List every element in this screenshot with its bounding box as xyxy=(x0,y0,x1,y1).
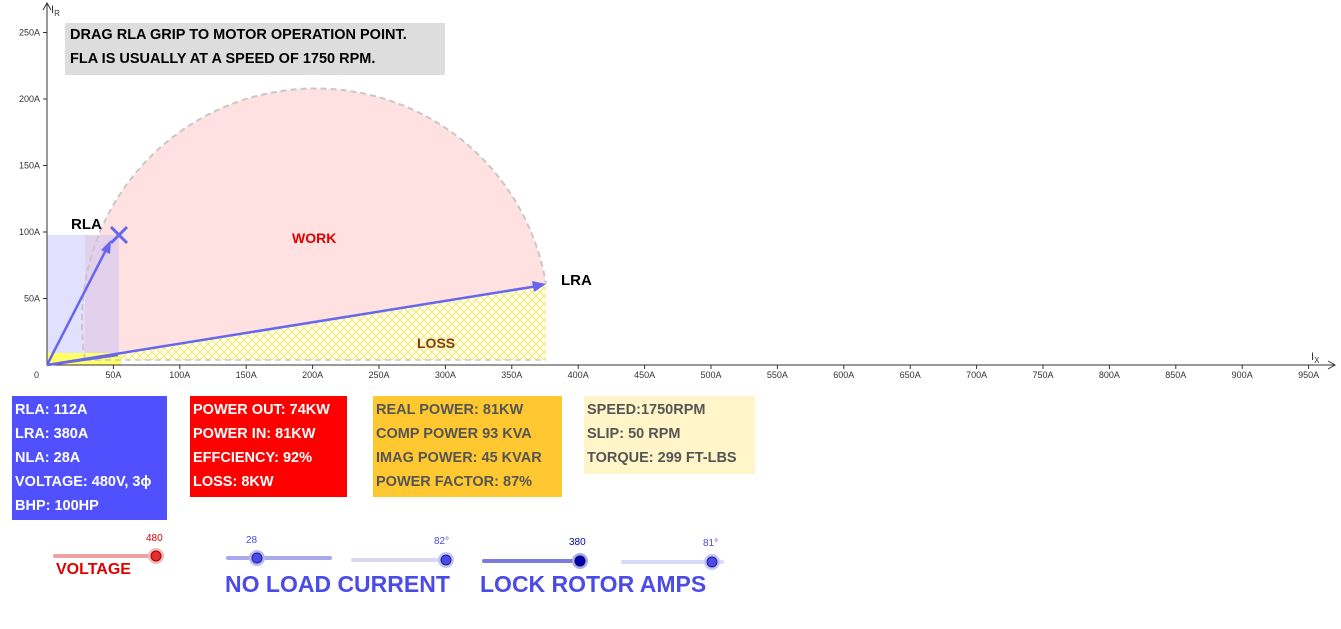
y-tick-label: 50A xyxy=(24,294,40,304)
nlc-angle-slider[interactable]: 82° xyxy=(351,536,454,568)
x-tick-label: 100A xyxy=(169,370,190,380)
power-panel: POWER OUT: 74KW POWER IN: 81KW EFFCIENCY… xyxy=(190,396,347,497)
lra-angle-knob[interactable] xyxy=(706,556,718,568)
x-tick-label: 200A xyxy=(302,370,323,380)
x-tick-label: 300A xyxy=(435,370,456,380)
lra-label: LRA xyxy=(561,272,592,289)
instructions-line-2: FLA IS USUALLY AT A SPEED OF 1750 RPM. xyxy=(70,51,376,67)
x-tick-label: 900A xyxy=(1232,370,1253,380)
y-ticks: 50A 100A 150A 200A 250A xyxy=(19,28,47,304)
motor-ratings-panel: RLA: 112A LRA: 380A NLA: 28A VOLTAGE: 48… xyxy=(12,396,167,520)
x-tick-label: 250A xyxy=(368,370,389,380)
torque-value: TORQUE: 299 FT-LBS xyxy=(587,450,737,466)
rla-vector xyxy=(45,245,110,366)
lra-angle-value: 81° xyxy=(703,538,718,549)
voltage-caption: VOLTAGE xyxy=(56,561,131,578)
comp-power-value: COMP POWER 93 KVA xyxy=(376,426,532,442)
rla-label: RLA xyxy=(71,216,102,233)
y-axis-arrow xyxy=(42,1,52,11)
voltage-slider-knob[interactable] xyxy=(150,550,162,562)
speed-value: SPEED:1750RPM xyxy=(587,402,706,418)
x-tick-label: 550A xyxy=(767,370,788,380)
x-tick-label: 500A xyxy=(700,370,721,380)
loss-value: LOSS: 8KW xyxy=(193,474,274,490)
no-load-current-value: 28 xyxy=(246,535,258,546)
real-power-value: REAL POWER: 81KW xyxy=(376,402,524,418)
power-in-value: POWER IN: 81KW xyxy=(193,426,316,442)
circle-locus xyxy=(80,87,547,361)
no-load-current-caption: NO LOAD CURRENT xyxy=(225,571,450,597)
x-axis-label: IX xyxy=(1311,351,1320,365)
voltage-value: VOLTAGE: 480V, 3ϕ xyxy=(15,474,152,490)
power-out-value: POWER OUT: 74KW xyxy=(193,402,330,418)
no-load-current-slider[interactable]: 28 xyxy=(226,535,332,566)
voltage-slider-value: 480 xyxy=(146,533,163,544)
work-region xyxy=(81,88,546,360)
speed-panel: SPEED:1750RPM SLIP: 50 RPM TORQUE: 299 F… xyxy=(584,396,755,474)
y-tick-label: 200A xyxy=(19,94,40,104)
rla-grip[interactable] xyxy=(109,225,129,245)
lock-rotor-amps-value: 380 xyxy=(569,537,586,548)
origin-label: 0 xyxy=(34,370,39,380)
work-label: WORK xyxy=(292,230,336,246)
instructions-line-1: DRAG RLA GRIP TO MOTOR OPERATION POINT. xyxy=(70,27,407,43)
y-tick-label: 250A xyxy=(19,28,40,38)
x-tick-label: 450A xyxy=(634,370,655,380)
x-tick-label: 700A xyxy=(966,370,987,380)
x-tick-label: 350A xyxy=(501,370,522,380)
x-tick-label: 600A xyxy=(833,370,854,380)
x-tick-label: 400A xyxy=(568,370,589,380)
instructions-box: DRAG RLA GRIP TO MOTOR OPERATION POINT. … xyxy=(65,23,445,75)
x-tick-label: 850A xyxy=(1165,370,1186,380)
lock-rotor-amps-knob[interactable] xyxy=(574,555,586,567)
complex-power-panel: REAL POWER: 81KW COMP POWER 93 KVA IMAG … xyxy=(373,396,562,497)
voltage-slider[interactable]: 480 xyxy=(53,533,164,564)
lra-angle-slider[interactable]: 81° xyxy=(621,538,724,570)
x-tick-label: 750A xyxy=(1032,370,1053,380)
lra-vector xyxy=(46,284,539,367)
lra-vector-head xyxy=(532,281,546,292)
no-load-current-knob[interactable] xyxy=(251,552,263,564)
nlc-angle-knob[interactable] xyxy=(440,554,452,566)
bhp-value: BHP: 100HP xyxy=(15,498,99,514)
nlc-angle-value: 82° xyxy=(434,536,449,547)
y-axis-label: IR xyxy=(51,4,60,18)
x-tick-label: 800A xyxy=(1099,370,1120,380)
rla-value: RLA: 112A xyxy=(15,402,88,418)
rla-vector-head xyxy=(101,240,111,254)
loss-label: LOSS xyxy=(417,335,455,351)
lock-rotor-amps-slider[interactable]: 380 xyxy=(482,537,588,569)
lock-rotor-amps-caption: LOCK ROTOR AMPS xyxy=(480,571,707,597)
y-tick-label: 100A xyxy=(19,227,40,237)
lra-value: LRA: 380A xyxy=(15,426,89,442)
imag-power-value: IMAG POWER: 45 KVAR xyxy=(376,450,542,466)
y-tick-label: 150A xyxy=(19,161,40,171)
slip-value: SLIP: 50 RPM xyxy=(587,426,681,442)
power-factor-value: POWER FACTOR: 87% xyxy=(376,474,533,490)
nla-value: NLA: 28A xyxy=(15,450,81,466)
x-tick-label: 150A xyxy=(236,370,257,380)
x-axis-arrow xyxy=(1327,360,1337,370)
x-ticks: 50A 100A 150A 200A 250A 300A 350A 400A 450A 500A 5… xyxy=(105,365,1319,380)
x-tick-label: 650A xyxy=(900,370,921,380)
rla-overlap xyxy=(85,235,119,360)
efficiency-value: EFFCIENCY: 92% xyxy=(193,450,312,466)
x-tick-label: 50A xyxy=(105,370,121,380)
x-tick-label: 950A xyxy=(1298,370,1319,380)
